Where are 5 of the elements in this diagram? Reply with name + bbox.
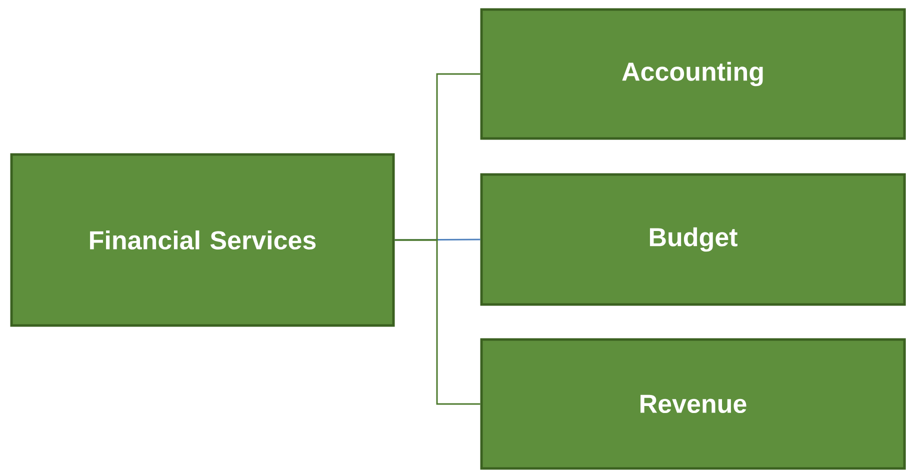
process-box: Revenue — [480, 338, 906, 470]
process-box: Accounting — [480, 8, 906, 140]
process-box: Financial Services — [10, 153, 395, 327]
process-box: Budget — [480, 173, 906, 306]
connector-line — [394, 239, 480, 405]
